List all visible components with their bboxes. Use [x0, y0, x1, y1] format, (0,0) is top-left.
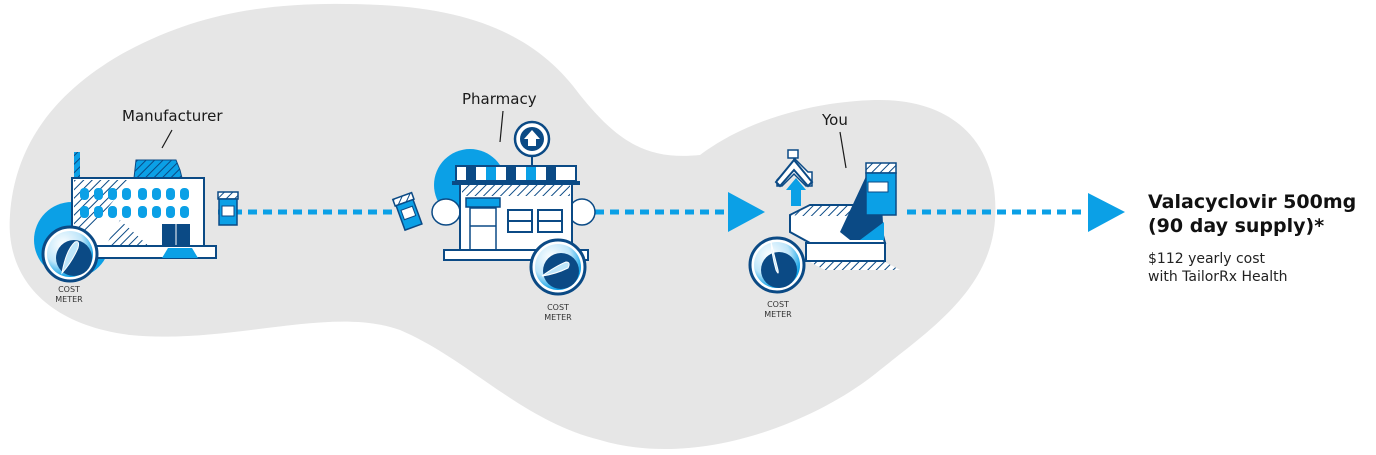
you-label: You [821, 111, 848, 129]
pharmacy-label: Pharmacy [462, 90, 537, 108]
provider-note: with TailorRx Health [1148, 269, 1288, 285]
pharmacy-store-icon [431, 149, 596, 261]
cost-meter-label: COST [767, 300, 789, 309]
cost-meter-label: COST [58, 285, 80, 294]
pill-bottle-icon [217, 191, 239, 226]
home-arrow-icon [774, 149, 814, 206]
you-stage: You COST METER [748, 111, 900, 319]
cost-meter-label: COST [547, 303, 569, 312]
pharmacy-cross-sign-icon [513, 120, 551, 168]
arrow-right-icon [1088, 193, 1125, 232]
cost-meter-gauge-icon [748, 236, 806, 294]
supply-duration: (90 day supply)* [1148, 215, 1325, 237]
manufacturer-stage: Manufacturer [34, 107, 239, 304]
cost-meter-label: METER [544, 313, 572, 322]
cost-meter-gauge-icon [529, 238, 587, 296]
dotted-connector-2 [595, 192, 765, 232]
dotted-connector-3 [907, 193, 1125, 232]
factory-icon [34, 152, 217, 278]
pharmacy-stage: Pharmacy [391, 90, 596, 322]
cost-meter-label: METER [764, 310, 792, 319]
cost-meter-label: METER [55, 295, 83, 304]
yearly-cost: $112 yearly cost [1148, 251, 1265, 267]
pill-bottle-icon [391, 191, 423, 232]
arrow-right-icon [728, 192, 765, 232]
manufacturer-label: Manufacturer [122, 107, 223, 125]
delivery-box-icon [789, 162, 900, 270]
cost-meter-gauge-icon [41, 225, 99, 283]
result-info: Valacyclovir 500mg (90 day supply)* $112… [1148, 190, 1356, 286]
drug-name: Valacyclovir 500mg [1148, 191, 1357, 213]
